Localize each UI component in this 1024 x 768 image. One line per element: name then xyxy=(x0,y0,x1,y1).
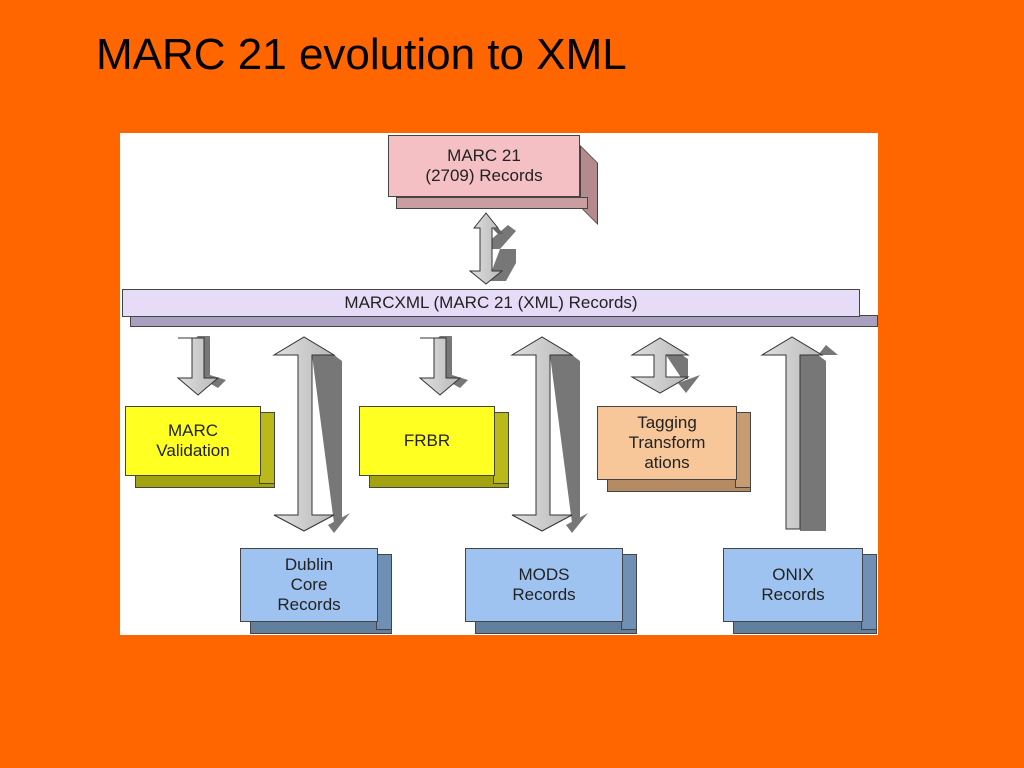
diagram-panel: MARC 21 (2709) Records MARCXML (MARC 21 … xyxy=(120,133,878,635)
mods-line1: MODS xyxy=(518,564,570,584)
marcxml-label: MARCXML (MARC 21 (XML) Records) xyxy=(344,292,638,312)
dublin-line2: Core xyxy=(290,574,328,594)
tagging-line3: ations xyxy=(644,453,690,473)
slide-title: MARC 21 evolution to XML xyxy=(96,30,627,79)
dublin-line3: Records xyxy=(277,595,341,615)
onix-line1: ONIX xyxy=(772,564,814,584)
onix-box: ONIX Records xyxy=(723,548,877,634)
frbr-box: FRBR xyxy=(359,406,509,488)
marc21-box: MARC 21 (2709) Records xyxy=(388,135,598,225)
marc21-line2: (2709) Records xyxy=(425,166,543,185)
validation-line2: Validation xyxy=(156,441,230,460)
mods-box: MODS Records xyxy=(465,548,637,634)
arrow-double-dublin-core xyxy=(272,336,350,533)
tagging-line1: Tagging xyxy=(637,412,697,432)
onix-line2: Records xyxy=(761,585,825,604)
arrow-up-onix xyxy=(760,336,838,531)
tagging-transformations-box: Tagging Transform ations xyxy=(597,406,751,492)
marcxml-bar: MARCXML (MARC 21 (XML) Records) xyxy=(122,289,878,329)
marc-validation-box: MARC Validation xyxy=(125,406,275,488)
dublin-line1: Dublin xyxy=(284,554,334,574)
arrow-down-validation xyxy=(176,336,226,396)
arrow-down-frbr xyxy=(418,336,468,396)
marc21-marcxml-double-arrow xyxy=(468,212,516,285)
dublin-core-box: Dublin Core Records xyxy=(240,548,392,634)
tagging-line2: Transform xyxy=(628,432,706,452)
frbr-label: FRBR xyxy=(403,430,451,450)
arrow-double-tagging xyxy=(630,337,700,394)
validation-line1: MARC xyxy=(167,420,219,440)
marc21-line1: MARC 21 xyxy=(447,145,521,165)
connector-arrows xyxy=(176,212,838,533)
mods-line2: Records xyxy=(512,585,576,604)
arrow-double-mods xyxy=(510,336,588,533)
